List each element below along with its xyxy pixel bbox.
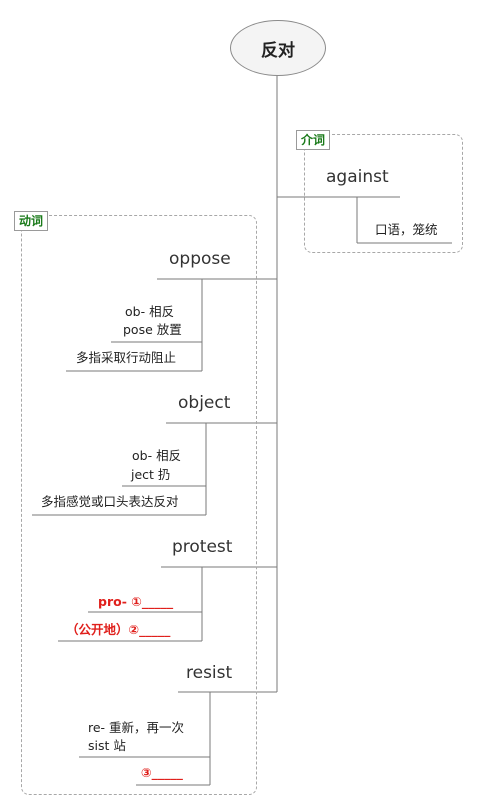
node-oppose[interactable]: oppose: [169, 249, 231, 269]
resist-blank: ③_____: [141, 765, 183, 780]
protest-blank-2: （公开地）②_____: [66, 622, 171, 637]
object-part-1: ob- 相反: [132, 448, 182, 463]
node-against[interactable]: against: [326, 167, 389, 187]
protest-blank-1: pro- ①_____: [98, 594, 174, 609]
prep-group-box: [304, 134, 463, 253]
resist-part-2: sist 站: [88, 738, 126, 753]
note-against: 口语，笼统: [375, 222, 438, 237]
verb-group-label: 动词: [14, 211, 49, 231]
object-part-2: ject 扔: [131, 467, 171, 482]
oppose-meaning: 多指采取行动阻止: [76, 350, 177, 365]
node-object[interactable]: object: [178, 393, 231, 413]
node-protest[interactable]: protest: [172, 537, 233, 557]
root-label: 反对: [261, 40, 295, 61]
resist-part-1: re- 重新，再一次: [88, 720, 185, 735]
root-node[interactable]: 反对: [230, 20, 326, 76]
oppose-part-2: pose 放置: [123, 322, 182, 337]
node-resist[interactable]: resist: [186, 663, 233, 683]
prep-group-label: 介词: [296, 130, 331, 150]
oppose-part-1: ob- 相反: [125, 304, 175, 319]
object-meaning: 多指感觉或口头表达反对: [41, 494, 179, 509]
verb-group-box: [21, 215, 257, 795]
